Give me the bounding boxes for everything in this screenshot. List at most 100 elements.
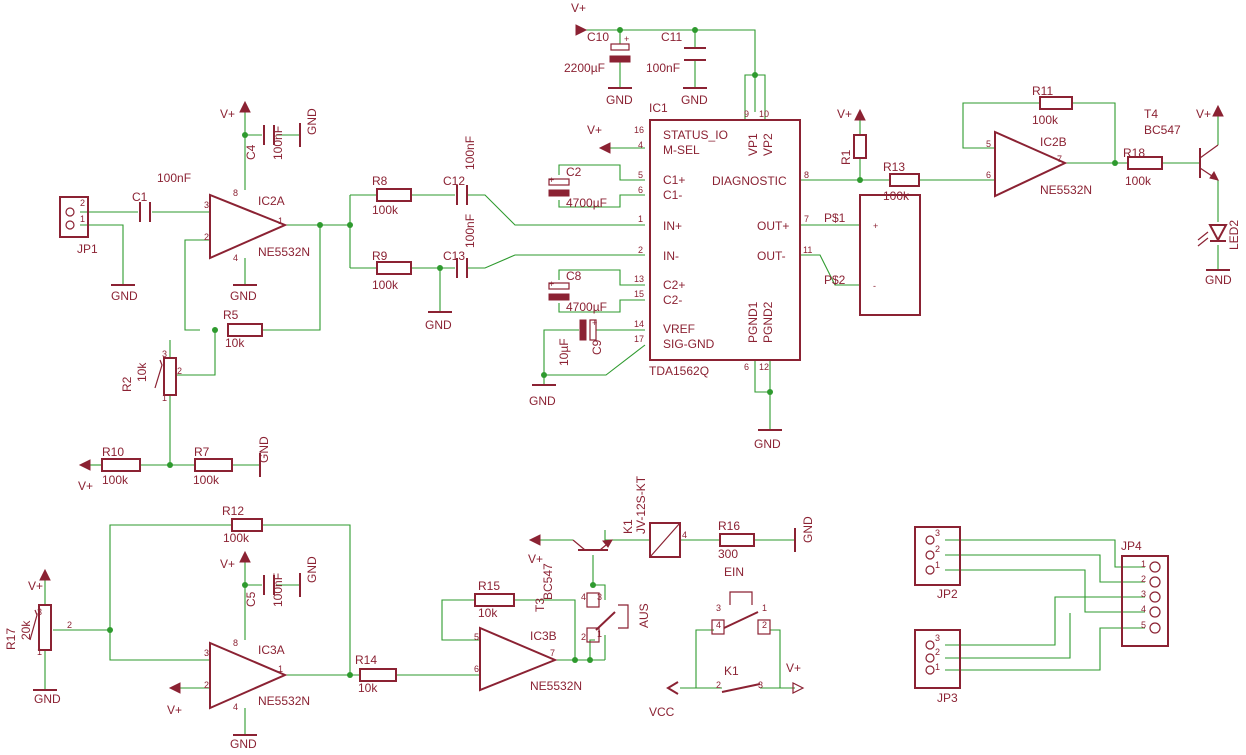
label-71: OUT- (757, 249, 786, 263)
label-171: JP4 (1121, 539, 1142, 553)
label-60: VP2 (761, 133, 775, 156)
label-156: AUS (637, 603, 651, 628)
label-150: GND (801, 516, 815, 543)
label-19: 4 (233, 253, 238, 263)
label-180: JP3 (937, 691, 958, 705)
label-31: 100k (102, 473, 129, 487)
label-141: IC3B (530, 629, 557, 643)
supply-arrow (239, 100, 251, 113)
svg-text:+: + (549, 279, 554, 289)
label-76: 15 (634, 289, 644, 299)
label-86: PGND2 (761, 301, 775, 343)
label-170: JP2 (937, 587, 958, 601)
label-48: STATUS_IO (663, 128, 728, 142)
label-74: 4700µF (566, 300, 607, 314)
label-20: NE5532N (258, 245, 310, 259)
label-55: C1- (663, 188, 682, 202)
label-22: GND (230, 289, 257, 303)
label-105: R18 (1123, 146, 1145, 160)
label-14: 8 (233, 188, 238, 198)
label-149: 300 (718, 547, 738, 561)
label-50: C2 (566, 165, 582, 179)
wires (44, 29, 1219, 735)
label-117: 3 (37, 607, 42, 617)
label-168: 2 (935, 544, 940, 554)
label-75: 13 (634, 274, 644, 284)
junction-dots (107, 27, 1118, 678)
label-38: C12 (443, 174, 465, 188)
label-79: 14 (634, 319, 644, 329)
label-118: 2 (67, 620, 72, 630)
label-143: 6 (474, 664, 479, 674)
label-63: 1 (638, 214, 643, 224)
label-178: 2 (935, 647, 940, 657)
label-87: 6 (744, 362, 749, 372)
label-116: 20k (19, 620, 33, 640)
label-182: 1 (80, 214, 85, 224)
label-7: V+ (220, 107, 235, 121)
label-128: 1 (278, 664, 283, 674)
label-92: V+ (837, 107, 852, 121)
label-113: 100k (223, 531, 250, 545)
label-59: VP1 (746, 133, 760, 156)
label-24: 10k (225, 336, 245, 350)
label-5: GND (606, 93, 633, 107)
label-161: 2 (762, 620, 767, 630)
label-100: 5 (986, 139, 991, 149)
label-25: R2 (120, 376, 134, 392)
label-11: C1 (132, 190, 148, 204)
label-142: 7 (550, 648, 555, 658)
label-67: P$1 (824, 211, 846, 225)
label-8: C4 (244, 144, 258, 160)
label-111: GND (1205, 273, 1232, 287)
label-42: C13 (443, 249, 465, 263)
label-66: OUT+ (757, 219, 789, 233)
label-167: 3 (935, 528, 940, 538)
label-109: V+ (1196, 107, 1211, 121)
label-163: 2 (716, 680, 721, 690)
label-145: K1 (621, 519, 635, 534)
label-83: C9 (590, 339, 604, 355)
label-159: 1 (762, 603, 767, 613)
label-49: M-SEL (663, 143, 700, 157)
label-130: 4 (233, 702, 238, 712)
label-58: 10 (759, 109, 769, 119)
label-12: 100nF (157, 171, 191, 185)
label-96: + (873, 221, 878, 231)
label-153: 3 (597, 592, 602, 602)
supply-arrow (239, 550, 251, 563)
label-136: R15 (478, 579, 500, 593)
label-120: GND (34, 692, 61, 706)
label-80: VREF (663, 322, 695, 336)
label-46: 16 (634, 125, 644, 135)
label-21: GND (111, 289, 138, 303)
label-126: IC3A (258, 643, 285, 657)
label-61: DIAGNOSTIC (712, 174, 787, 188)
label-115: R17 (4, 628, 18, 650)
label-129: 2 (204, 680, 209, 690)
label-28: 2 (177, 366, 182, 376)
label-102: 7 (1057, 154, 1062, 164)
label-27: 3 (162, 349, 167, 359)
label-144: NE5532N (530, 679, 582, 693)
label-56: IC1 (649, 101, 668, 115)
label-148: R16 (718, 519, 740, 533)
label-3: C11 (661, 30, 682, 44)
label-85: PGND1 (746, 301, 760, 343)
label-169: 1 (935, 560, 940, 570)
svg-text:+: + (549, 175, 554, 185)
label-164: 3 (758, 680, 763, 690)
label-51: 4700µF (566, 196, 607, 210)
label-166: VCC (649, 705, 675, 719)
label-162: K1 (724, 664, 739, 678)
label-151: V+ (528, 552, 543, 566)
label-15: IC2A (258, 194, 285, 208)
label-57: 9 (744, 109, 749, 119)
label-181: 2 (80, 198, 85, 208)
label-124: V+ (220, 557, 235, 571)
label-37: 100k (372, 203, 399, 217)
label-73: C8 (566, 269, 582, 283)
label-106: 100k (1125, 174, 1152, 188)
label-39: 100nF (463, 136, 477, 170)
